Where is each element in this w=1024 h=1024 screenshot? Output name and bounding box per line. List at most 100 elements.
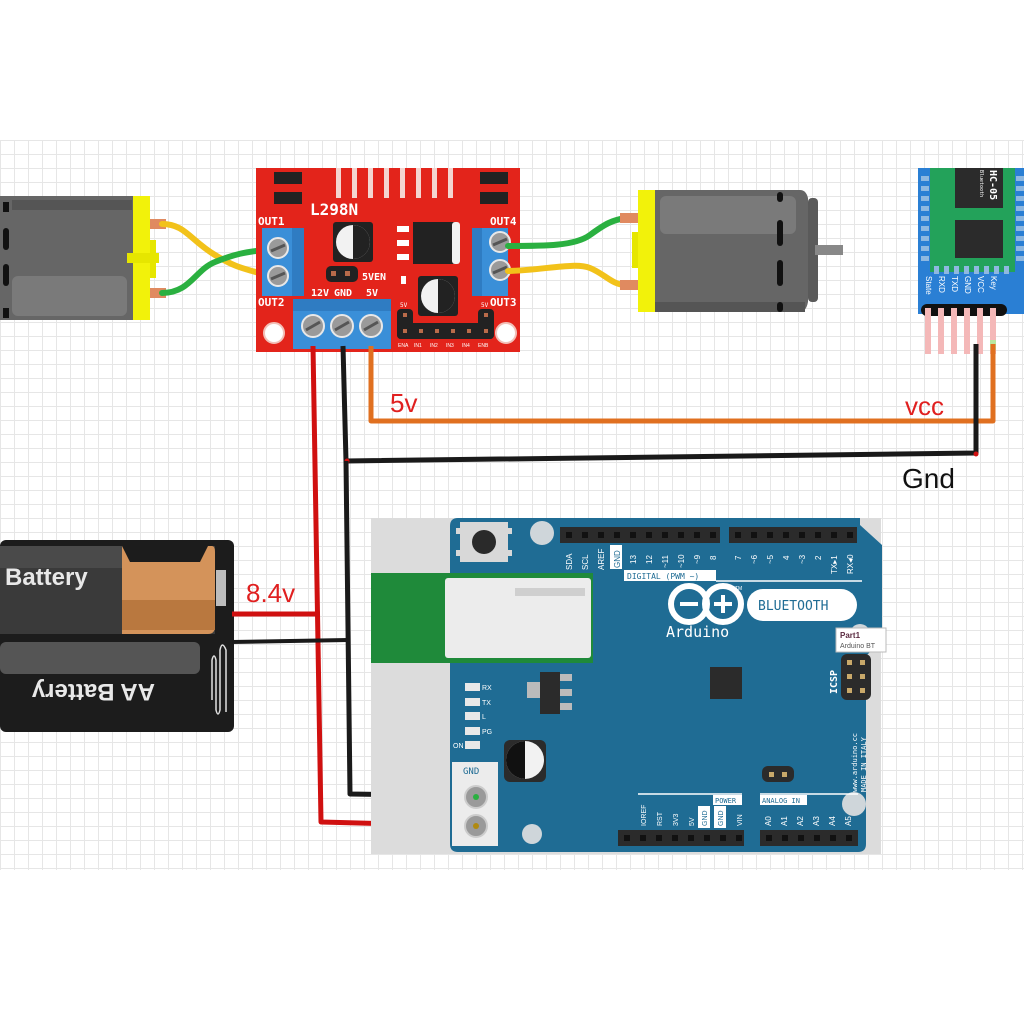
bluetooth-badge bbox=[747, 589, 857, 621]
pin-label: 4 bbox=[782, 555, 791, 560]
pin-label: A1 bbox=[780, 816, 789, 826]
right-motor-rear-cap bbox=[808, 198, 818, 302]
pin-label: A2 bbox=[796, 816, 805, 826]
left-motor-green-wire[interactable] bbox=[159, 247, 268, 296]
hc05-pin-vcc-label: VCC bbox=[976, 276, 985, 293]
right-motor-endcap bbox=[638, 190, 655, 312]
pin-label: SCL bbox=[581, 554, 590, 570]
hc05-chip-main bbox=[955, 220, 1003, 258]
left-motor-terminal-bottom bbox=[150, 288, 166, 298]
analog-header[interactable] bbox=[760, 830, 858, 846]
battery-cap-notch bbox=[122, 546, 208, 562]
right-motor-slot bbox=[777, 192, 783, 202]
pin-label: 7 bbox=[734, 555, 743, 560]
power-label: POWER bbox=[715, 797, 737, 805]
led-l-label: L bbox=[482, 714, 486, 721]
left-motor-terminal-top bbox=[150, 219, 166, 229]
hc05-subtitle: Bluetooth bbox=[978, 170, 984, 197]
pin-label: 12 bbox=[645, 555, 654, 564]
mounting-hole bbox=[522, 824, 542, 844]
pin-label: VIN bbox=[737, 814, 744, 826]
arduino-bt-board[interactable]: SDA SCL AREF GND 13 12 ~11 ~10 ~9 8 7 ~6… bbox=[371, 518, 887, 852]
wire-5v-to-vcc[interactable] bbox=[368, 344, 996, 424]
pin-label: 8 bbox=[709, 555, 718, 560]
trademark: TM bbox=[735, 586, 742, 592]
reset-button[interactable] bbox=[456, 522, 512, 562]
digital-header-right[interactable] bbox=[729, 527, 857, 543]
right-motor-slot bbox=[777, 260, 783, 286]
analog-in-label: ANALOG IN bbox=[762, 797, 800, 805]
pin-label: ~5 bbox=[766, 554, 775, 564]
right-motor-slot bbox=[777, 220, 783, 246]
right-motor-yellow-wire[interactable] bbox=[505, 262, 629, 288]
out3-out4-terminal-block[interactable] bbox=[472, 228, 511, 296]
control-pin-labels: ENA IN1 IN2 IN3 IN4 ENB bbox=[398, 343, 489, 349]
wire-battery-negative[interactable] bbox=[231, 638, 349, 644]
wire-gnd-to-hc05[interactable] bbox=[340, 344, 979, 464]
l298n-voltage-regulator bbox=[397, 222, 460, 264]
pin-in1-label: IN1 bbox=[414, 343, 422, 349]
pin-label: 13 bbox=[629, 555, 638, 564]
pin-label: A0 bbox=[764, 816, 773, 826]
pin-label: ~9 bbox=[693, 554, 702, 564]
left-dc-motor[interactable] bbox=[0, 196, 166, 320]
l298n-diodes bbox=[274, 172, 508, 204]
left-motor-slot bbox=[3, 228, 9, 250]
power-pin-5v-label: 5V bbox=[366, 288, 378, 299]
right-motor-green-wire[interactable] bbox=[505, 215, 629, 249]
power-header[interactable] bbox=[618, 830, 744, 846]
hc05-header-pins[interactable] bbox=[921, 304, 1007, 354]
left-motor-yellow-wire[interactable] bbox=[159, 221, 268, 278]
right-motor-shaft bbox=[815, 245, 843, 255]
hc05-pin-rxd-label: RXD bbox=[937, 276, 946, 293]
out2-label: OUT2 bbox=[258, 296, 285, 309]
out3-label: OUT3 bbox=[490, 296, 517, 309]
label-5v: 5v bbox=[390, 388, 417, 418]
analog-pin-labels: A0 A1 A2 A3 A4 A5 bbox=[764, 816, 853, 826]
minus-icon bbox=[680, 602, 698, 606]
power-terminal-block[interactable] bbox=[293, 299, 391, 349]
pin-in4-label: IN4 bbox=[462, 343, 470, 349]
pin-label: ~3 bbox=[798, 554, 807, 564]
battery-terminal bbox=[216, 570, 226, 606]
right-motor-terminal-top bbox=[620, 213, 638, 223]
icsp-header[interactable] bbox=[841, 654, 871, 700]
pin-label: A4 bbox=[828, 816, 837, 826]
mounting-hole bbox=[842, 792, 866, 816]
hc05-pin-state-label: State bbox=[924, 276, 933, 295]
pin-label: ~11 bbox=[661, 554, 670, 568]
control-pin-header[interactable] bbox=[397, 309, 494, 339]
l298n-driver-board[interactable]: L298N OUT1 OUT2 OUT4 OUT3 5VEN bbox=[256, 168, 520, 352]
hc05-bluetooth-module[interactable]: HC-05 Bluetooth State RXD TXD GND VCC Ke… bbox=[918, 168, 1024, 354]
hc05-pin-key-label: Key bbox=[989, 276, 998, 290]
left-motor-shaft-plate bbox=[127, 253, 159, 263]
hc05-title: HC-05 bbox=[987, 170, 998, 200]
analog-label-box bbox=[760, 795, 807, 805]
arduino-jumper[interactable] bbox=[762, 766, 794, 782]
pin-label: RST bbox=[657, 811, 664, 826]
pin-in2-label: IN2 bbox=[430, 343, 438, 349]
right-motor-highlight bbox=[660, 196, 796, 234]
pin-enb-label: ENB bbox=[478, 343, 489, 349]
bluegiga-module-shield bbox=[445, 578, 591, 658]
5ven-jumper[interactable] bbox=[326, 266, 358, 282]
arduino-capacitor bbox=[504, 740, 546, 782]
out1-out2-terminal-block[interactable] bbox=[262, 228, 304, 296]
digital-header-left[interactable] bbox=[560, 527, 720, 543]
microcontroller-chip bbox=[710, 667, 742, 699]
power-pin-labels: IOREF RST 3V3 5V GND GND VIN bbox=[641, 805, 744, 826]
pin-label: 5V bbox=[689, 817, 696, 826]
pin-label: AREF bbox=[597, 549, 606, 570]
gnd-pin-highlight bbox=[610, 545, 622, 569]
aa-battery-pack[interactable]: Battery AA Battery bbox=[0, 540, 234, 732]
arduino-power-terminal[interactable]: GND bbox=[452, 762, 498, 846]
arduino-logo bbox=[668, 583, 744, 625]
pin-label: GND bbox=[613, 550, 622, 568]
status-leds bbox=[465, 683, 480, 749]
pin-label: IOREF bbox=[641, 805, 648, 826]
power-pin-gnd-label: GND bbox=[334, 288, 352, 299]
hc05-pin-labels: State RXD TXD GND VCC Key bbox=[924, 276, 998, 295]
jumper-pin bbox=[331, 271, 336, 276]
battery-bottom-cell-highlight bbox=[0, 642, 200, 674]
right-dc-motor[interactable] bbox=[620, 190, 843, 312]
